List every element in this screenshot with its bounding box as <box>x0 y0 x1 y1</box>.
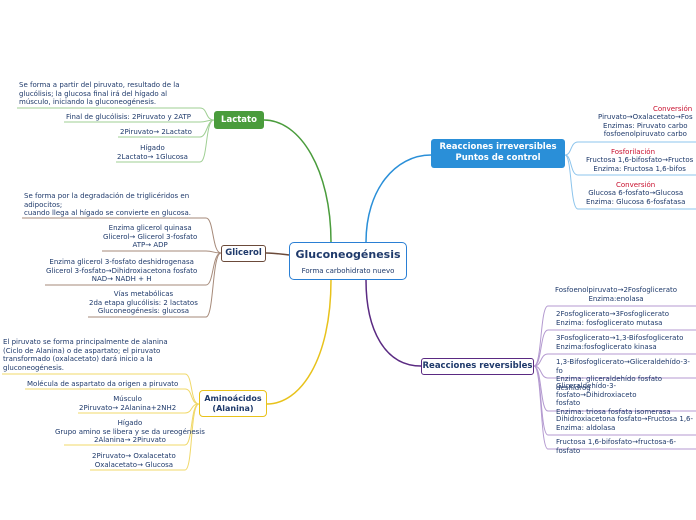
reversibles-children: Fosfoenolpiruvato→2Fosfoglicerato Enzima… <box>552 284 696 454</box>
central-topic[interactable]: Gluconeogénesis Forma carbohidrato nuevo <box>289 242 407 280</box>
subtopic-glicerol-2[interactable]: Enzima glicerol quinasa Glicerol→ Glicer… <box>103 224 198 250</box>
subtopic-amino-2[interactable]: Molécula de aspartato da origen a piruva… <box>27 380 179 388</box>
subtopic-glicerol-1[interactable]: Se forma por la degradación de triglicér… <box>24 192 192 218</box>
topic-aminoacidos[interactable]: Aminoácidos (Alanina) <box>199 390 267 417</box>
subtopic-amino-3[interactable]: Músculo 2Piruvato→ 2Alanina+2NH2 <box>79 395 177 412</box>
subtopic-irrev-3[interactable]: Glucosa 6-fosfato→Glucosa Enzima: Glucos… <box>586 189 686 206</box>
topic-reacciones-reversibles[interactable]: Reacciones reversibles <box>421 358 534 375</box>
topic-irreversibles-label: Reacciones irreversibles Puntos de contr… <box>439 142 557 163</box>
subtopic-amino-4[interactable]: Hígado Grupo amino se libera y se da ure… <box>55 419 205 445</box>
subtopic-rev-7[interactable]: Fructosa 1,6-bifosfato→fructosa-6-fosfat… <box>556 438 677 454</box>
subtopic-rev-3[interactable]: 3Fosfoglicerato→1,3-Bifosfoglicerato Enz… <box>556 334 684 351</box>
subtopic-rev-4[interactable]: 1,3-Bifosfoglicerato→Gliceraldehído-3-fo… <box>556 358 690 392</box>
subtopic-lactato-4[interactable]: Hígado 2Lactato→ 1Glucosa <box>117 144 188 161</box>
subtopic-irrev-1[interactable]: Piruvato→Oxalacetato→Fos Enzimas: Piruva… <box>598 113 693 139</box>
subtopic-rev-2[interactable]: 2Fosfoglicerato→3Fosfoglicerato Enzima: … <box>556 310 670 327</box>
subtopic-amino-5[interactable]: 2Piruvato→ Oxalacetato Oxalacetato→ Gluc… <box>92 452 176 469</box>
topic-reacciones-irreversibles[interactable]: Reacciones irreversibles Puntos de contr… <box>431 139 565 168</box>
subtopic-rev-1[interactable]: Fosfoenolpiruvato→2Fosfoglicerato Enzima… <box>555 286 678 303</box>
subtopic-irrev-2-head: Fosforilación <box>611 148 656 156</box>
subtopic-lactato-2[interactable]: Final de glucólisis: 2Piruvato y 2ATP <box>66 113 192 121</box>
central-subtitle: Forma carbohidrato nuevo <box>301 267 395 275</box>
subtopic-irrev-3-head: Conversión <box>616 181 656 189</box>
subtopic-irrev-1-head: Conversión <box>653 105 693 113</box>
subtopic-amino-1[interactable]: El piruvato se forma principalmente de a… <box>3 338 168 372</box>
subtopic-lactato-1[interactable]: Se forma a partir del piruvato, resultad… <box>19 81 180 107</box>
irreversibles-children: Conversión Piruvato→Oxalacetato→Fos Enzi… <box>578 104 696 214</box>
subtopic-rev-6[interactable]: Dihidroxiacetona fosfato→Fructosa 1,6- E… <box>556 415 694 432</box>
topic-aminoacidos-label: Aminoácidos (Alanina) <box>204 394 262 413</box>
subtopic-glicerol-4[interactable]: Vías metabólicas 2da etapa glucólisis: 2… <box>89 290 198 316</box>
subtopic-irrev-2[interactable]: Fructosa 1,6-bifosfato→Fructos Enzima: F… <box>586 156 694 173</box>
subtopic-glicerol-3[interactable]: Enzima glicerol 3-fosfato deshidrogenasa… <box>46 258 198 284</box>
topic-lactato[interactable]: Lactato <box>214 111 264 129</box>
subtopic-lactato-3[interactable]: 2Piruvato→ 2Lactato <box>120 128 192 136</box>
central-title: Gluconeogénesis <box>295 248 401 261</box>
subtopic-rev-5[interactable]: Gliceraldehído-3-fosfato→Dihidroxiaceto … <box>556 382 671 416</box>
topic-glicerol[interactable]: Glicerol <box>221 245 266 262</box>
